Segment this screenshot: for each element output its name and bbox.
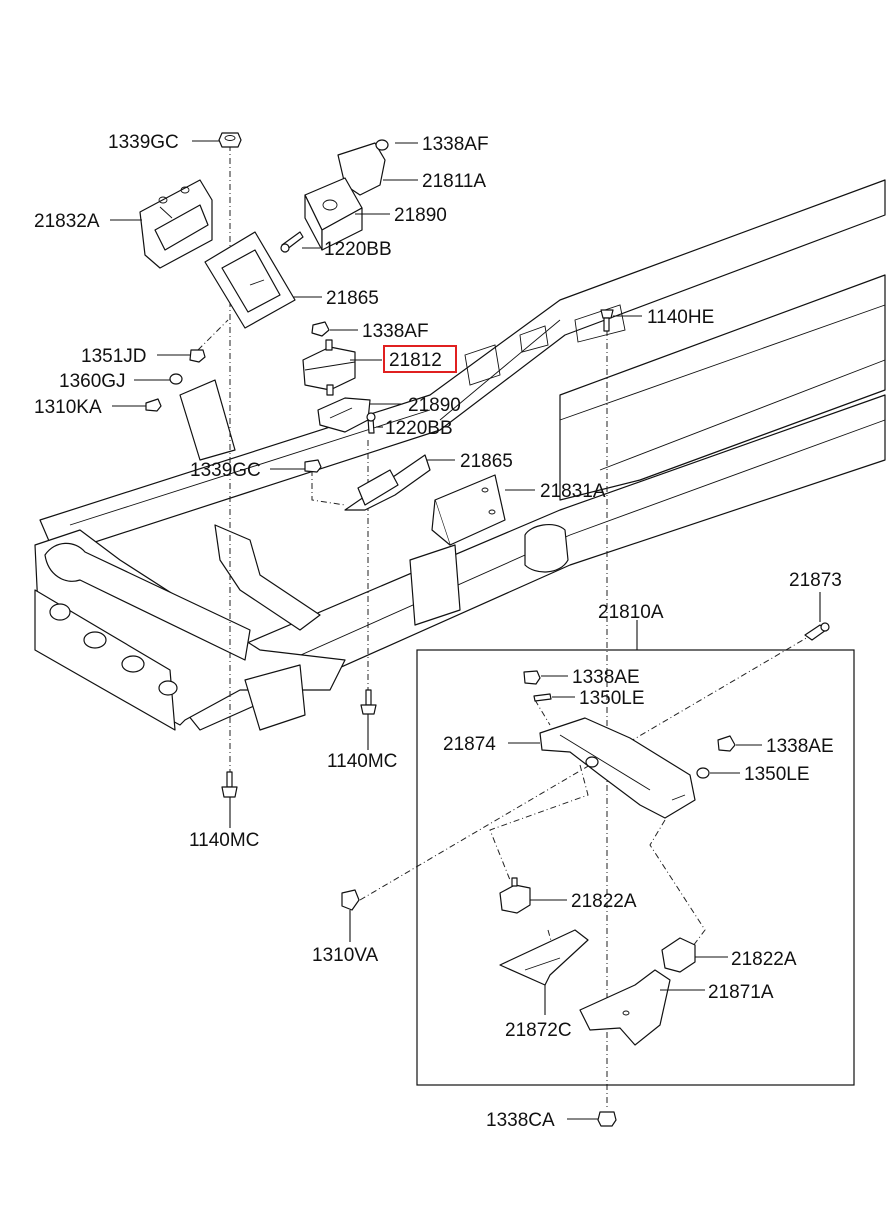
insulator-21822a-bottom xyxy=(661,937,696,973)
washer-1350le-right xyxy=(696,767,710,779)
nut-1339gc-mid xyxy=(304,459,322,473)
highlight-box-21812 xyxy=(383,345,457,373)
bracket-21872c xyxy=(499,929,589,986)
washer-1350le-top xyxy=(533,693,552,702)
label-1350le-right[interactable]: 1350LE xyxy=(744,764,810,785)
label-21822a-bottom[interactable]: 21822A xyxy=(731,949,797,970)
bracket-21871a xyxy=(579,969,671,1046)
label-21865-top[interactable]: 21865 xyxy=(326,288,379,309)
label-1351jd[interactable]: 1351JD xyxy=(81,346,147,367)
label-1140mc-mid[interactable]: 1140MC xyxy=(327,751,397,772)
bracket-21832a xyxy=(139,179,213,269)
label-1338af-top[interactable]: 1338AF xyxy=(422,134,489,155)
nut-1339gc-top xyxy=(218,132,242,148)
bracket-21865-mid xyxy=(344,454,431,511)
label-21831a[interactable]: 21831A xyxy=(540,481,606,502)
label-21890-mid[interactable]: 21890 xyxy=(408,395,461,416)
nut-1338ae-top xyxy=(523,670,541,685)
label-1338af-mid[interactable]: 1338AF xyxy=(362,321,429,342)
label-21890-top[interactable]: 21890 xyxy=(394,205,447,226)
bolt-1140mc-mid xyxy=(360,689,377,715)
label-1338ca[interactable]: 1338CA xyxy=(486,1110,555,1131)
label-21812[interactable]: 21812 xyxy=(389,350,442,371)
label-21873[interactable]: 21873 xyxy=(789,570,842,591)
nut-1338ae-right xyxy=(717,735,736,752)
crossmember-21874 xyxy=(539,717,696,819)
insulator-21812 xyxy=(302,339,356,396)
label-1220bb-top[interactable]: 1220BB xyxy=(324,239,392,260)
nut-1310va xyxy=(341,889,360,911)
bolt-1140mc-bottom xyxy=(221,771,238,798)
nut-1310ka xyxy=(145,398,162,412)
label-1220bb-mid[interactable]: 1220BB xyxy=(385,418,453,439)
nut-1338ca xyxy=(597,1111,617,1127)
label-1310va[interactable]: 1310VA xyxy=(312,945,379,966)
label-1338ae-top[interactable]: 1338AE xyxy=(572,667,640,688)
bracket-21831a xyxy=(431,474,506,546)
bolt-21873 xyxy=(804,622,830,641)
nut-1338af-mid xyxy=(311,321,330,337)
assembly-box-21810a xyxy=(416,649,855,1086)
label-1140mc-bottom[interactable]: 1140MC xyxy=(189,830,259,851)
insulator-21890-top xyxy=(304,177,363,251)
label-21811a[interactable]: 21811A xyxy=(422,171,486,192)
insulator-21822a-top xyxy=(499,877,531,914)
label-1339gc-top[interactable]: 1339GC xyxy=(108,132,179,153)
bracket-21811a xyxy=(337,139,389,196)
bolt-1220bb-mid xyxy=(366,412,376,434)
washer-1360gj xyxy=(169,373,183,385)
leader-lines xyxy=(110,140,821,1120)
label-1310ka[interactable]: 1310KA xyxy=(34,397,102,418)
label-1339gc-mid[interactable]: 1339GC xyxy=(190,460,261,481)
label-1360gj[interactable]: 1360GJ xyxy=(59,371,126,392)
chassis-frame xyxy=(34,179,886,731)
label-21832a[interactable]: 21832A xyxy=(34,211,100,232)
label-1338ae-right[interactable]: 1338AE xyxy=(766,736,834,757)
bolt-1140he xyxy=(600,309,614,332)
label-21822a-top[interactable]: 21822A xyxy=(571,891,637,912)
label-21874[interactable]: 21874 xyxy=(443,734,496,755)
bolt-1220bb-top xyxy=(280,231,304,253)
label-21871a[interactable]: 21871A xyxy=(708,982,774,1003)
label-21810a[interactable]: 21810A xyxy=(598,602,664,623)
label-21872c[interactable]: 21872C xyxy=(505,1020,572,1041)
nut-1351jd xyxy=(189,349,206,363)
label-1350le-top[interactable]: 1350LE xyxy=(579,688,645,709)
part-labels: 1339GC 1338AF 21811A 21832A 21890 1220BB… xyxy=(34,132,842,1131)
bracket-21865-top xyxy=(204,231,296,329)
label-1140he[interactable]: 1140HE xyxy=(647,307,714,328)
label-21865-mid[interactable]: 21865 xyxy=(460,451,513,472)
